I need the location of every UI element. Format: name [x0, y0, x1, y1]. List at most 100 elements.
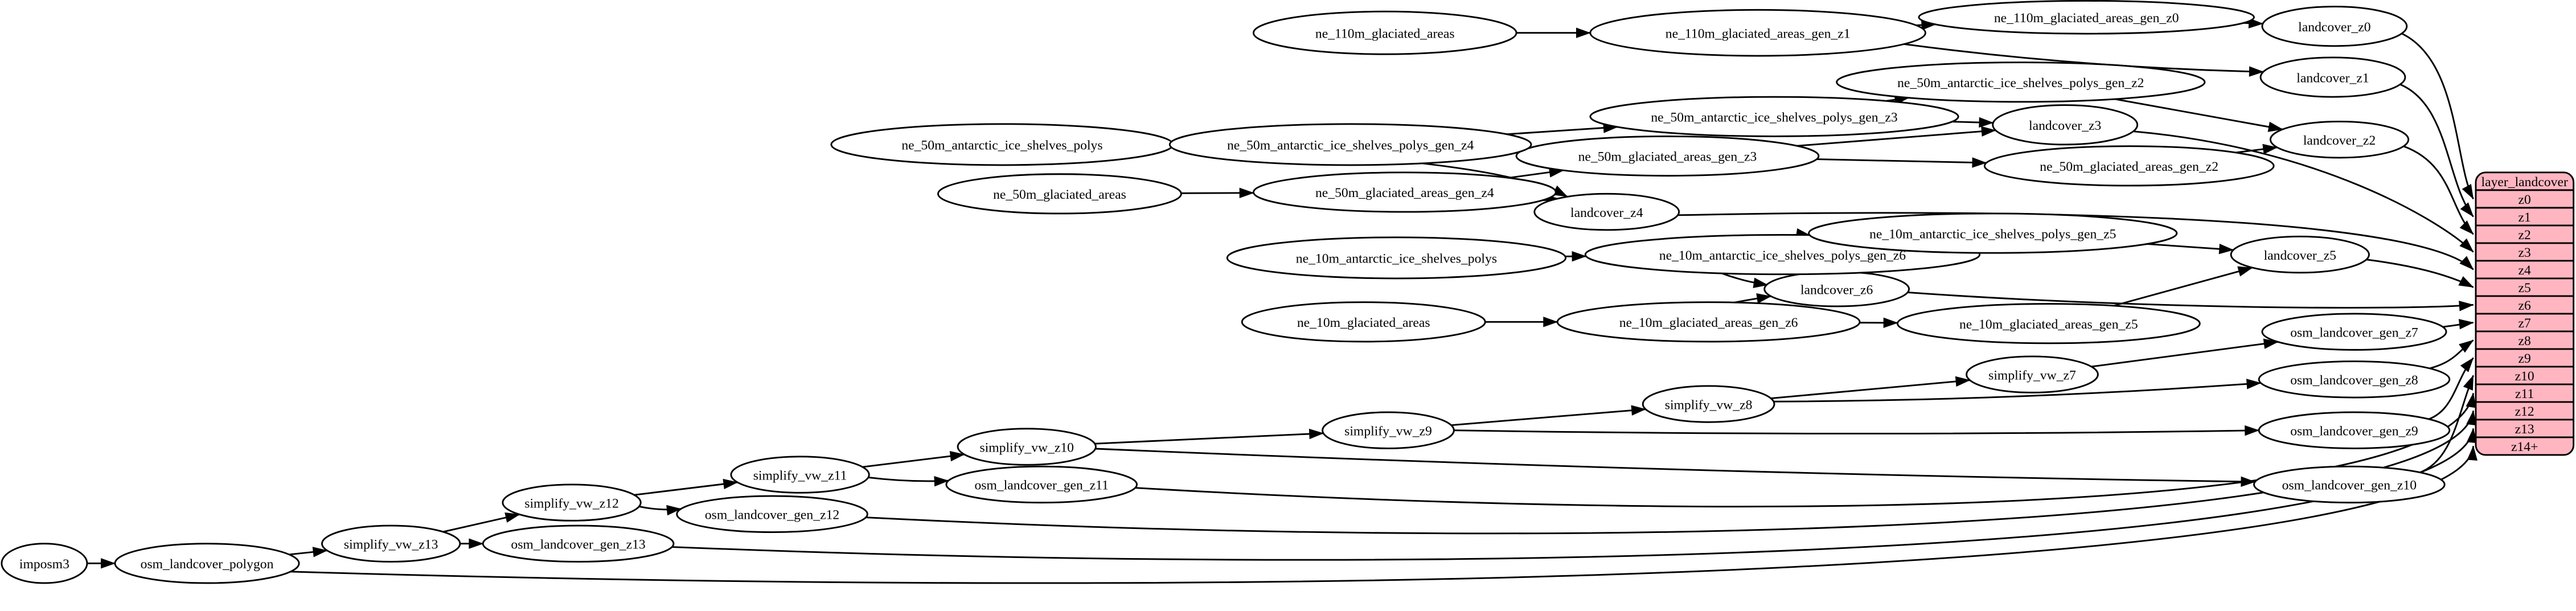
node-label-ne_10m_antarctic_ice_shelves_polys: ne_10m_antarctic_ice_shelves_polys — [1296, 252, 1497, 266]
node-ne_50m_antarctic_ice_shelves_polys_gen_z4: ne_50m_antarctic_ice_shelves_polys_gen_z… — [1168, 123, 1532, 166]
node-imposm3: imposm3 — [1, 543, 88, 584]
node-ellipse-landcover_z1 — [2259, 56, 2406, 98]
node-osm_landcover_gen_z8: osm_landcover_gen_z8 — [2258, 360, 2451, 399]
table-row-z9: z9 — [2518, 351, 2531, 366]
edge-landcover_z5-to-row-z5 — [2365, 259, 2474, 288]
table-row-z3: z3 — [2518, 245, 2531, 260]
table-row-z2: z2 — [2518, 228, 2531, 243]
node-label-landcover_z5: landcover_z5 — [2264, 248, 2336, 263]
node-label-ne_50m_antarctic_ice_shelves_polys_gen_z3: ne_50m_antarctic_ice_shelves_polys_gen_z… — [1651, 110, 1897, 125]
table-row-z14+: z14+ — [2511, 440, 2538, 454]
edge-ne_10m_antarctic_ice_shelves_polys_gen_z5-to-landcover_z5 — [2147, 243, 2234, 255]
node-simplify_vw_z7: simplify_vw_z7 — [1966, 355, 2099, 393]
node-label-ne_10m_glaciated_areas_gen_z6: ne_10m_glaciated_areas_gen_z6 — [1619, 315, 1798, 330]
edges-layer — [87, 18, 2477, 584]
table-row-z8: z8 — [2518, 334, 2531, 348]
node-label-osm_landcover_gen_z8: osm_landcover_gen_z8 — [2290, 373, 2418, 388]
node-label-osm_landcover_gen_z12: osm_landcover_gen_z12 — [705, 508, 839, 523]
node-ne_10m_glaciated_areas_gen_z5: ne_10m_glaciated_areas_gen_z5 — [1896, 303, 2201, 345]
edge-osm_landcover_gen_z12-to-row-z12 — [865, 410, 2477, 535]
node-label-landcover_z4: landcover_z4 — [1570, 206, 1643, 220]
node-ne_50m_antarctic_ice_shelves_polys_gen_z3: ne_50m_antarctic_ice_shelves_polys_gen_z… — [1589, 96, 1959, 137]
node-label-simplify_vw_z10: simplify_vw_z10 — [979, 440, 1074, 455]
node-ellipse-osm_landcover_gen_z9 — [2258, 411, 2451, 449]
edge-ne_50m_glaciated_areas_gen_z4-to-ne_50m_glaciated_areas_gen_z3 — [1508, 167, 1564, 179]
table-row-z6: z6 — [2518, 298, 2531, 313]
node-osm_landcover_gen_z13: osm_landcover_gen_z13 — [482, 524, 675, 563]
edge-simplify_vw_z9-to-simplify_vw_z8 — [1451, 405, 1647, 427]
node-ne_10m_glaciated_areas: ne_10m_glaciated_areas — [1241, 301, 1486, 343]
node-ellipse-simplify_vw_z12 — [502, 483, 642, 522]
edge-ne_10m_glaciated_areas_gen_z5-to-landcover_z5 — [2113, 266, 2253, 307]
edge-ne_50m_antarctic_ice_shelves_polys_gen_z3-to-landcover_z3 — [1952, 117, 1994, 128]
edge-simplify_vw_z11-to-osm_landcover_gen_z11 — [868, 476, 949, 487]
node-ellipse-ne_10m_glaciated_areas — [1241, 301, 1486, 343]
node-ne_10m_glaciated_areas_gen_z6: ne_10m_glaciated_areas_gen_z6 — [1556, 301, 1861, 343]
node-label-osm_landcover_polygon: osm_landcover_polygon — [141, 557, 274, 572]
node-ellipse-osm_landcover_gen_z8 — [2258, 360, 2451, 399]
table-row-z13: z13 — [2515, 422, 2534, 437]
node-ellipse-ne_50m_antarctic_ice_shelves_polys_gen_z2 — [1836, 61, 2206, 103]
node-simplify_vw_z9: simplify_vw_z9 — [1322, 411, 1455, 449]
node-ellipse-ne_50m_glaciated_areas_gen_z2 — [1983, 145, 2275, 187]
node-label-ne_50m_glaciated_areas_gen_z2: ne_50m_glaciated_areas_gen_z2 — [2040, 159, 2218, 174]
table-row-z10: z10 — [2515, 369, 2534, 384]
node-label-landcover_z6: landcover_z6 — [1800, 282, 1873, 297]
edge-simplify_vw_z7-to-osm_landcover_gen_z7 — [2091, 338, 2279, 368]
node-ellipse-ne_50m_glaciated_areas_gen_z3 — [1515, 135, 1820, 177]
node-ellipse-simplify_vw_z7 — [1966, 355, 2099, 393]
node-simplify_vw_z10: simplify_vw_z10 — [957, 428, 1097, 466]
node-label-simplify_vw_z12: simplify_vw_z12 — [524, 496, 619, 511]
edge-osm_landcover_polygon-to-simplify_vw_z13 — [289, 547, 328, 557]
node-ellipse-ne_10m_glaciated_areas_gen_z5 — [1896, 303, 2201, 345]
node-ne_50m_glaciated_areas_gen_z4: ne_50m_glaciated_areas_gen_z4 — [1252, 171, 1557, 213]
table-row-z0: z0 — [2518, 192, 2531, 207]
node-label-ne_110m_glaciated_areas: ne_110m_glaciated_areas — [1315, 26, 1455, 41]
node-ellipse-ne_10m_antarctic_ice_shelves_polys — [1226, 236, 1567, 280]
edge-osm_landcover_gen_z8-to-row-z8 — [2425, 339, 2474, 371]
edge-ne_10m_antarctic_ice_shelves_polys_gen_z6-to-landcover_z6 — [1721, 272, 1769, 288]
node-ellipse-osm_landcover_gen_z11 — [945, 465, 1138, 504]
node-ellipse-simplify_vw_z8 — [1642, 385, 1775, 423]
node-ellipse-ne_110m_glaciated_areas_gen_z0 — [1918, 0, 2255, 35]
edge-landcover_z2-to-row-z2 — [2403, 145, 2474, 235]
edge-ne_50m_antarctic_ice_shelves_polys_gen_z4-to-ne_50m_antarctic_ice_shelves_polys_gen_z3 — [1507, 122, 1618, 136]
node-ellipse-landcover_z5 — [2230, 235, 2370, 274]
node-label-imposm3: imposm3 — [19, 557, 69, 572]
edge-simplify_vw_z13-to-simplify_vw_z12 — [442, 512, 520, 533]
node-osm_landcover_gen_z12: osm_landcover_gen_z12 — [676, 495, 868, 533]
node-ellipse-ne_50m_glaciated_areas — [937, 173, 1182, 215]
edge-ne_50m_glaciated_areas_gen_z3-to-landcover_z3 — [1796, 126, 1996, 147]
node-label-osm_landcover_gen_z7: osm_landcover_gen_z7 — [2290, 325, 2418, 340]
node-ne_110m_glaciated_areas: ne_110m_glaciated_areas — [1252, 10, 1517, 55]
node-osm_landcover_gen_z11: osm_landcover_gen_z11 — [945, 465, 1138, 504]
node-landcover_z4: landcover_z4 — [1533, 192, 1680, 231]
node-ellipse-simplify_vw_z11 — [730, 456, 870, 494]
edge-landcover_z4-to-row-z4 — [1677, 212, 2474, 270]
node-simplify_vw_z13: simplify_vw_z13 — [321, 524, 461, 563]
edge-landcover_z0-to-row-z0 — [2399, 32, 2474, 200]
node-ne_50m_glaciated_areas_gen_z3: ne_50m_glaciated_areas_gen_z3 — [1515, 135, 1820, 177]
edge-osm_landcover_gen_z13-to-row-z13 — [671, 428, 2477, 561]
node-ellipse-ne_50m_glaciated_areas_gen_z4 — [1252, 171, 1557, 213]
edge-simplify_vw_z8-to-simplify_vw_z7 — [1771, 376, 1971, 399]
node-osm_landcover_gen_z7: osm_landcover_gen_z7 — [2261, 313, 2447, 351]
layer-landcover-table: layer_landcoverz0z1z2z3z4z5z6z7z8z9z10z1… — [2475, 171, 2575, 456]
node-label-simplify_vw_z9: simplify_vw_z9 — [1344, 424, 1432, 438]
table-row-z12: z12 — [2515, 404, 2534, 419]
node-label-ne_10m_glaciated_areas: ne_10m_glaciated_areas — [1297, 315, 1430, 330]
node-ellipse-ne_50m_antarctic_ice_shelves_polys_gen_z4 — [1168, 123, 1532, 166]
node-label-simplify_vw_z8: simplify_vw_z8 — [1665, 397, 1753, 412]
node-ellipse-simplify_vw_z10 — [957, 428, 1097, 466]
node-label-ne_50m_glaciated_areas_gen_z4: ne_50m_glaciated_areas_gen_z4 — [1315, 186, 1494, 200]
edge-simplify_vw_z8-to-osm_landcover_gen_z8 — [1773, 379, 2262, 403]
edge-simplify_vw_z11-to-simplify_vw_z10 — [862, 450, 965, 468]
node-landcover_z6: landcover_z6 — [1763, 270, 1910, 307]
node-landcover_z5: landcover_z5 — [2230, 235, 2370, 274]
node-ne_50m_glaciated_areas: ne_50m_glaciated_areas — [937, 173, 1182, 215]
node-label-landcover_z0: landcover_z0 — [2298, 20, 2370, 35]
edge-simplify_vw_z12-to-osm_landcover_gen_z12 — [639, 505, 682, 516]
edge-simplify_vw_z12-to-simplify_vw_z11 — [634, 478, 739, 496]
